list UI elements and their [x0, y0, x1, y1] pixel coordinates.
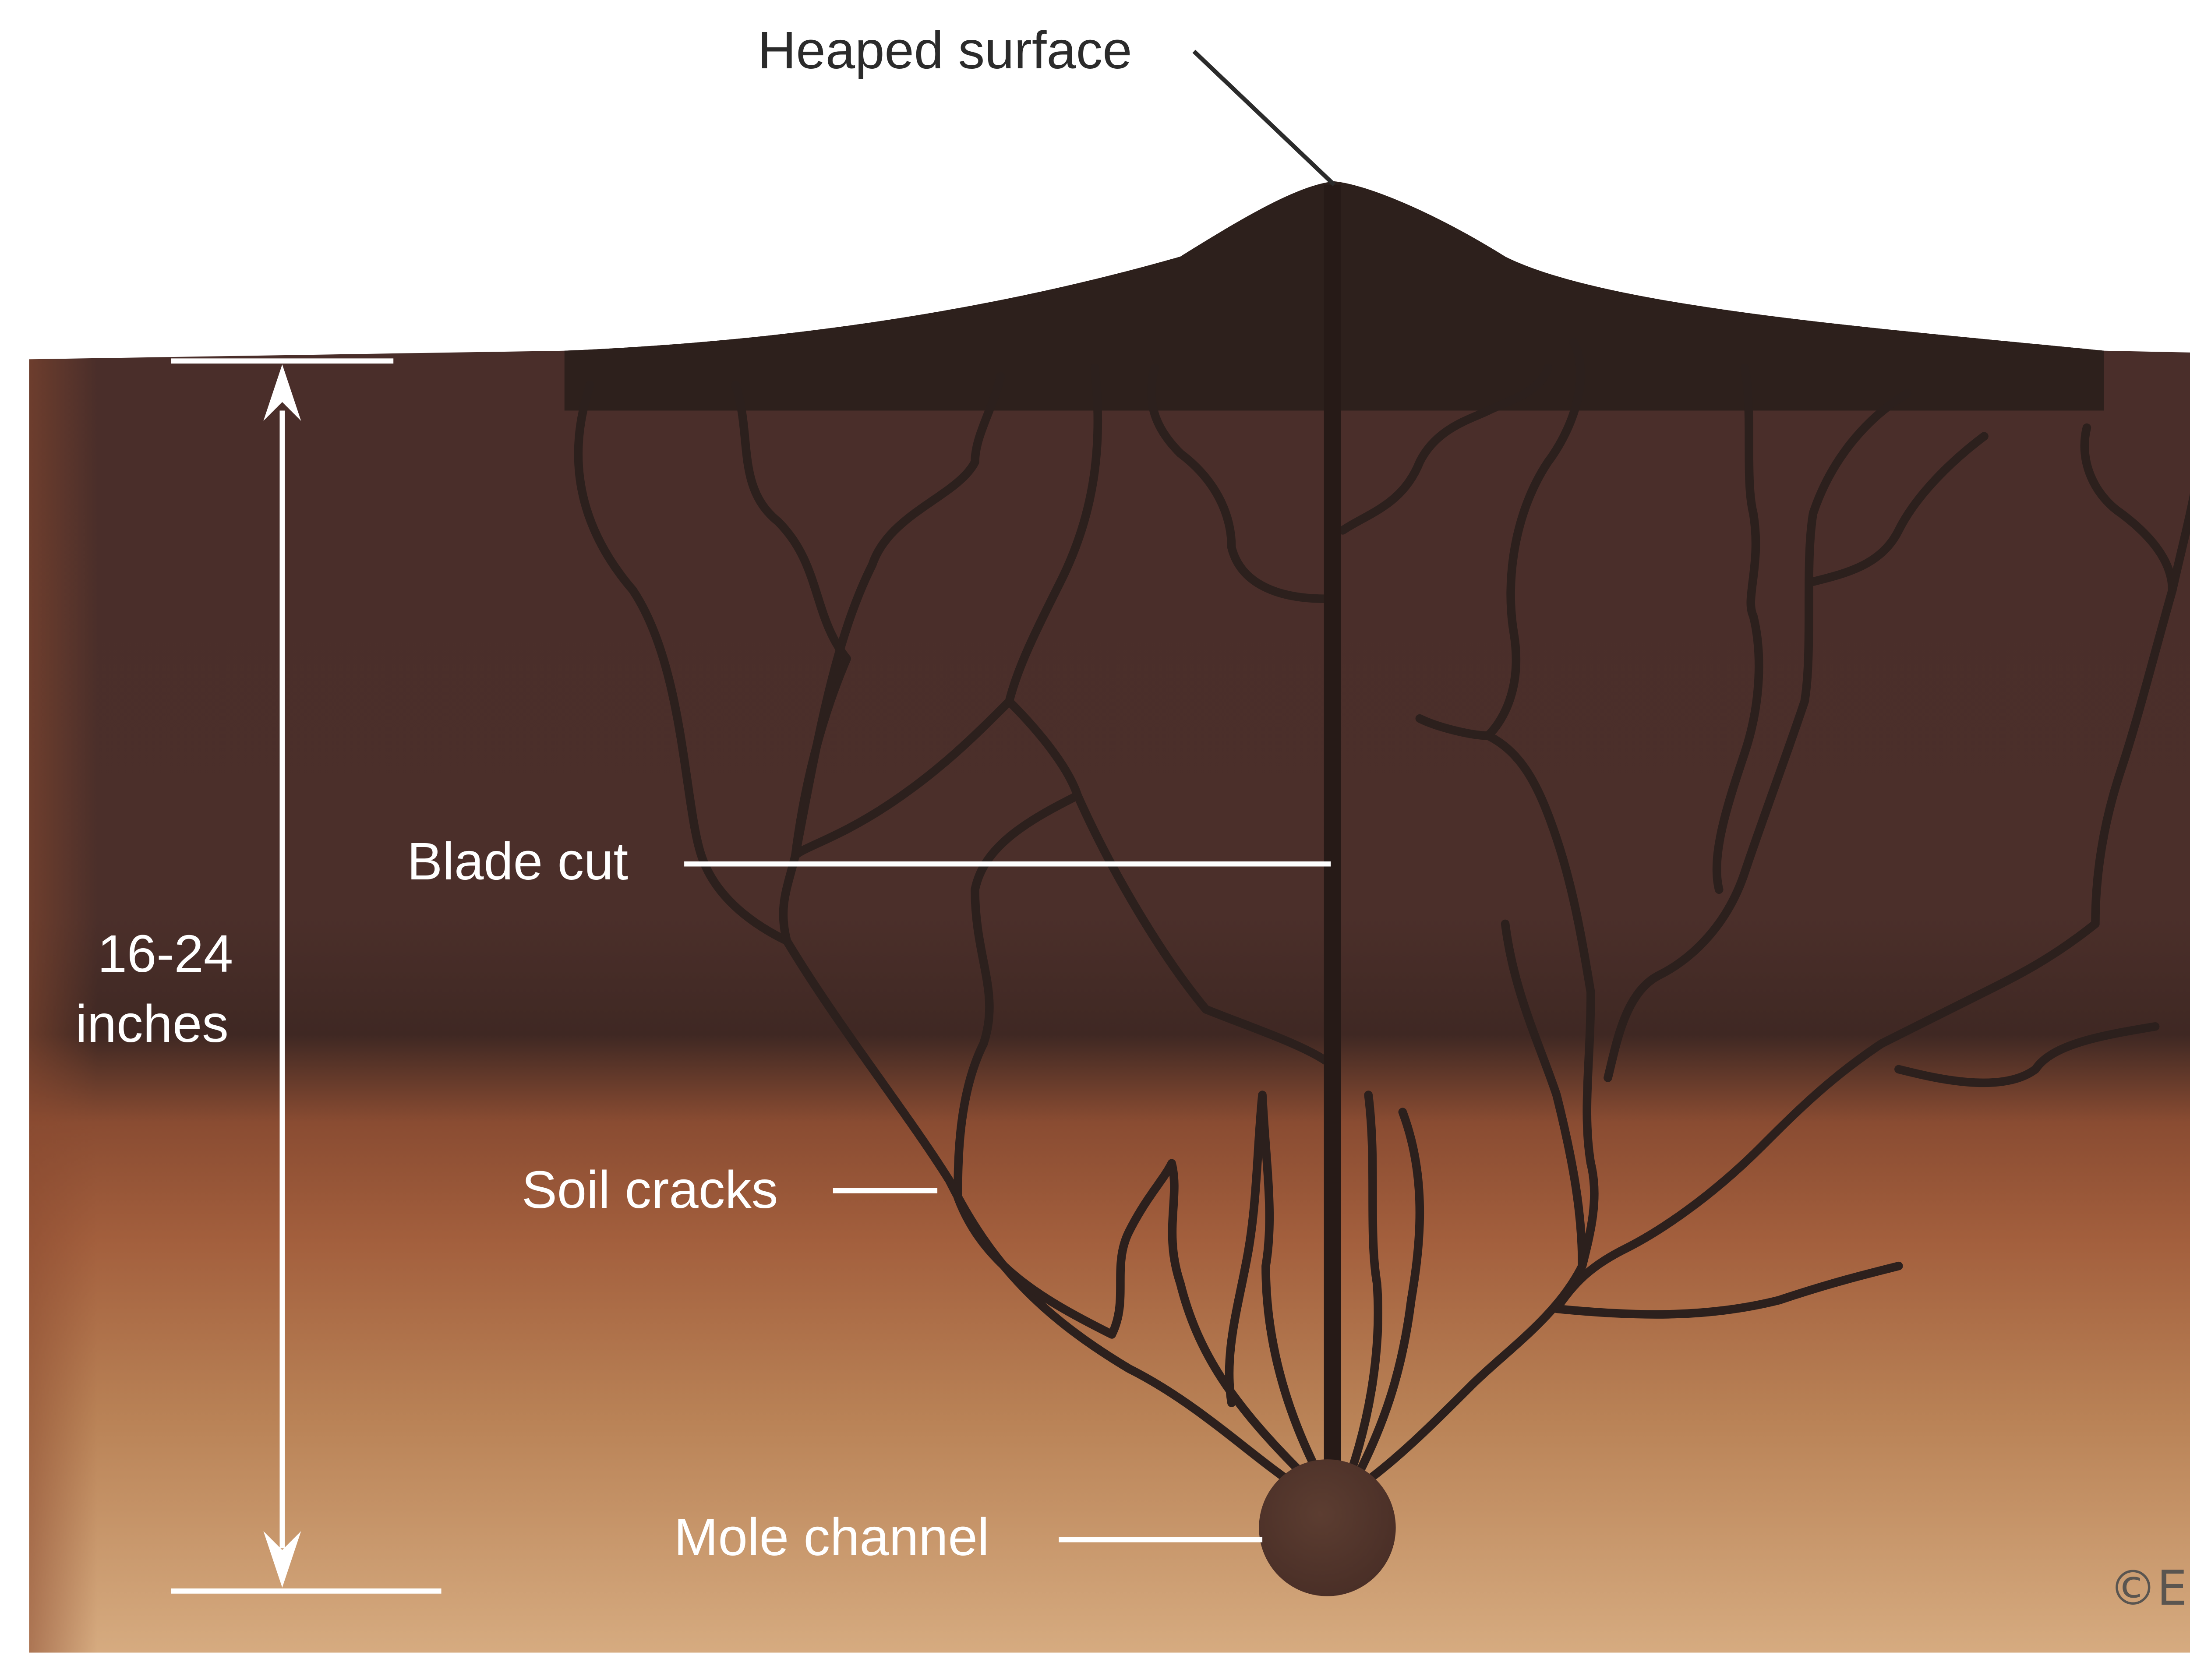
depth-arrow-down-icon [263, 1531, 301, 1588]
left-edge-shade [29, 359, 98, 1653]
soil-cracks-label: Soil cracks [522, 1160, 778, 1219]
depth-value-label: 16-24 [98, 924, 233, 983]
soil-body [29, 181, 2190, 1653]
depth-dimension: 16-24 inches [75, 358, 442, 1594]
blade-cut-label: Blade cut [407, 831, 628, 891]
heaped-surface-leader [1192, 49, 1336, 187]
depth-arrow-up-icon [263, 364, 301, 421]
mole-channel-label: Mole channel [674, 1507, 989, 1567]
soil-profile [29, 181, 2190, 1653]
heaped-surface-label: Heaped surface [758, 20, 1132, 80]
depth-unit-label: inches [75, 994, 229, 1053]
copyright-credit: ©Ehsan Ghane, MSU [2109, 1560, 2190, 1616]
mole-channel [1259, 1459, 1396, 1596]
soil-cracks [574, 338, 2190, 1493]
